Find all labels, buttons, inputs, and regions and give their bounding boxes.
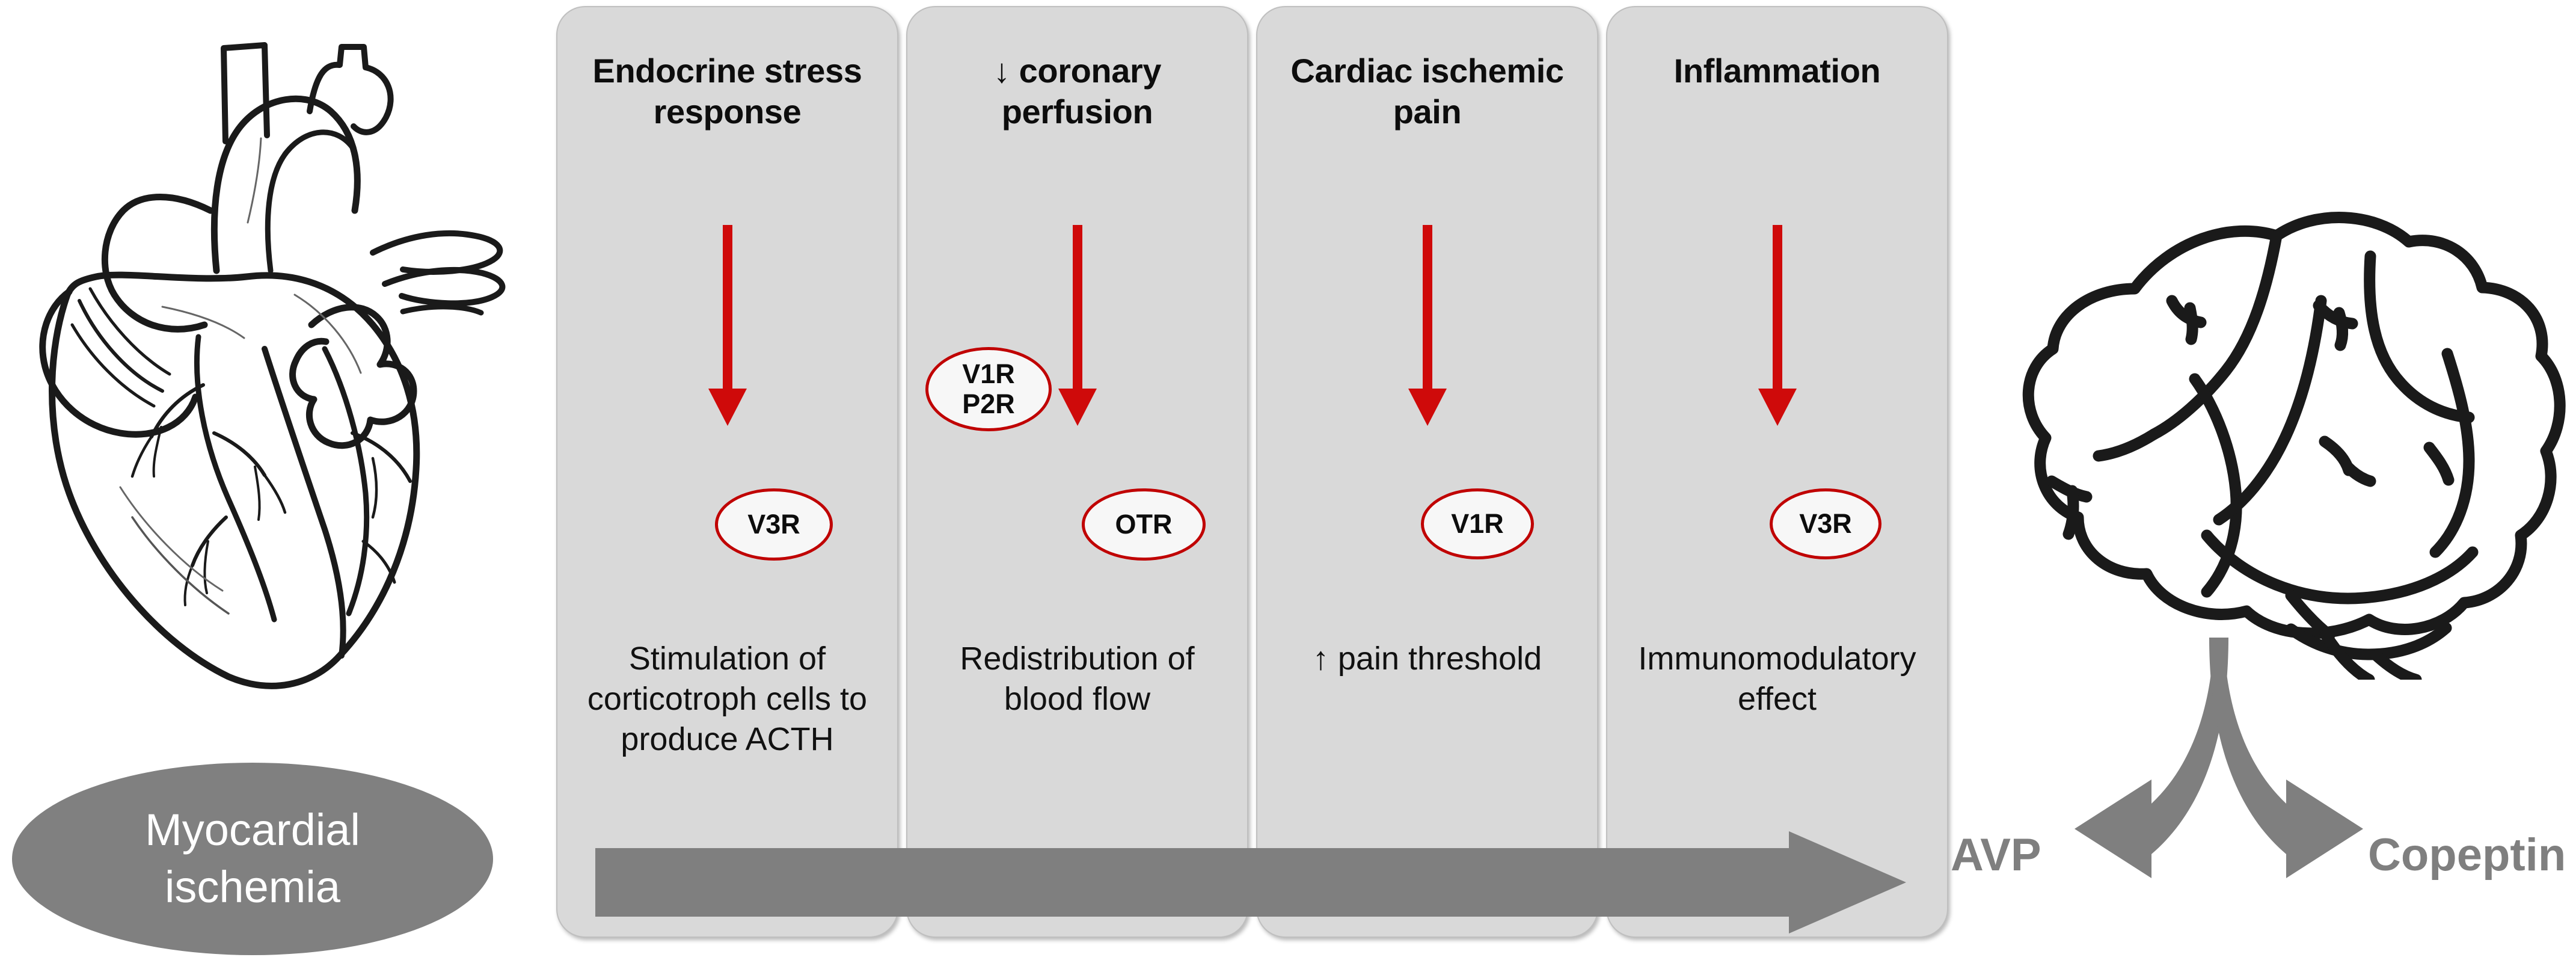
arrow-shaft [1072, 225, 1082, 395]
outcome-line3: produce ACTH [621, 721, 834, 757]
output-label-avp: AVP [1951, 829, 2041, 881]
receptor-label-v1r: V1R [962, 358, 1015, 389]
ischemia-label-line1: Myocardial [145, 805, 360, 855]
receptor-ellipse-v3r[interactable]: V3R [1770, 488, 1881, 559]
process-flow-arrow [595, 831, 1906, 933]
brain-illustration [1954, 198, 2576, 686]
output-label-copeptin: Copeptin [2368, 829, 2566, 881]
panel-outcome: ↑ pain threshold [1257, 639, 1597, 679]
receptor-ellipse-v3r[interactable]: V3R [715, 488, 833, 561]
panel-inflammation[interactable]: Inflammation V3R Immunomodulatory effect [1606, 6, 1948, 938]
panel-title-line2: pain [1393, 93, 1462, 131]
outcome-line1: Immunomodulatory [1638, 641, 1916, 677]
receptor-label-p2r: P2R [962, 389, 1015, 419]
receptor-label: OTR [1115, 508, 1173, 540]
panel-outcome: Stimulation of corticotroph cells to pro… [557, 639, 897, 760]
arrow-head [1058, 389, 1097, 426]
outcome-line1: Stimulation of [628, 641, 826, 677]
panel-decreased-coronary-perfusion[interactable]: ↓ coronary perfusion V1R P2R OTR Redistr… [906, 6, 1248, 938]
panel-title: ↓ coronary perfusion [907, 51, 1247, 133]
outcome-line2: corticotroph cells to [587, 680, 868, 717]
panel-title-line1: Inflammation [1673, 52, 1881, 90]
receptor-label: V1R [1451, 508, 1504, 539]
mechanism-panels: Endocrine stress response V3R Stimulatio… [556, 6, 1948, 941]
myocardial-ischemia-ellipse: Myocardial ischemia [12, 763, 493, 955]
panel-outcome: Redistribution of blood flow [907, 639, 1247, 719]
arrow-shaft [1772, 225, 1782, 395]
receptor-ellipse-otr[interactable]: OTR [1082, 488, 1206, 561]
panel-title-line1: Cardiac ischemic [1290, 52, 1564, 90]
arrow-head [1758, 389, 1797, 426]
arrow-head [708, 389, 747, 426]
heart-illustration [12, 12, 511, 692]
panel-title: Cardiac ischemic pain [1257, 51, 1597, 133]
panel-title: Endocrine stress response [557, 51, 897, 133]
panel-endocrine-stress-response[interactable]: Endocrine stress response V3R Stimulatio… [556, 6, 898, 938]
panel-title-line1: Endocrine stress [592, 52, 862, 90]
ischemia-label-line2: ischemia [164, 862, 340, 912]
red-down-arrow [708, 225, 747, 426]
arrow-shaft [722, 225, 732, 395]
red-down-arrow [1408, 225, 1447, 426]
outcome-line2: blood flow [1004, 680, 1151, 717]
receptor-label: V3R [747, 508, 800, 540]
receptor-ellipse-v1r[interactable]: V1R [1421, 488, 1534, 559]
arrow-shaft [1422, 225, 1432, 395]
receptor-ellipse-v1r-p2r[interactable]: V1R P2R [925, 347, 1052, 431]
outcome-line2: effect [1737, 680, 1817, 717]
panel-cardiac-ischemic-pain[interactable]: Cardiac ischemic pain V1R ↑ pain thresho… [1256, 6, 1598, 938]
panel-title-line1: ↓ coronary [993, 52, 1162, 90]
outcome-line1: Redistribution of [960, 641, 1195, 677]
panel-outcome: Immunomodulatory effect [1607, 639, 1947, 719]
red-down-arrow [1758, 225, 1797, 426]
arrow-head [1408, 389, 1447, 426]
panel-title-line2: perfusion [1001, 93, 1153, 131]
bifurcating-output-arrow [2002, 638, 2435, 902]
receptor-label: V3R [1799, 508, 1852, 539]
red-down-arrow [1058, 225, 1097, 426]
outcome-line1: ↑ pain threshold [1312, 641, 1542, 677]
panel-title: Inflammation [1607, 51, 1947, 91]
panel-title-line2: response [653, 93, 802, 131]
